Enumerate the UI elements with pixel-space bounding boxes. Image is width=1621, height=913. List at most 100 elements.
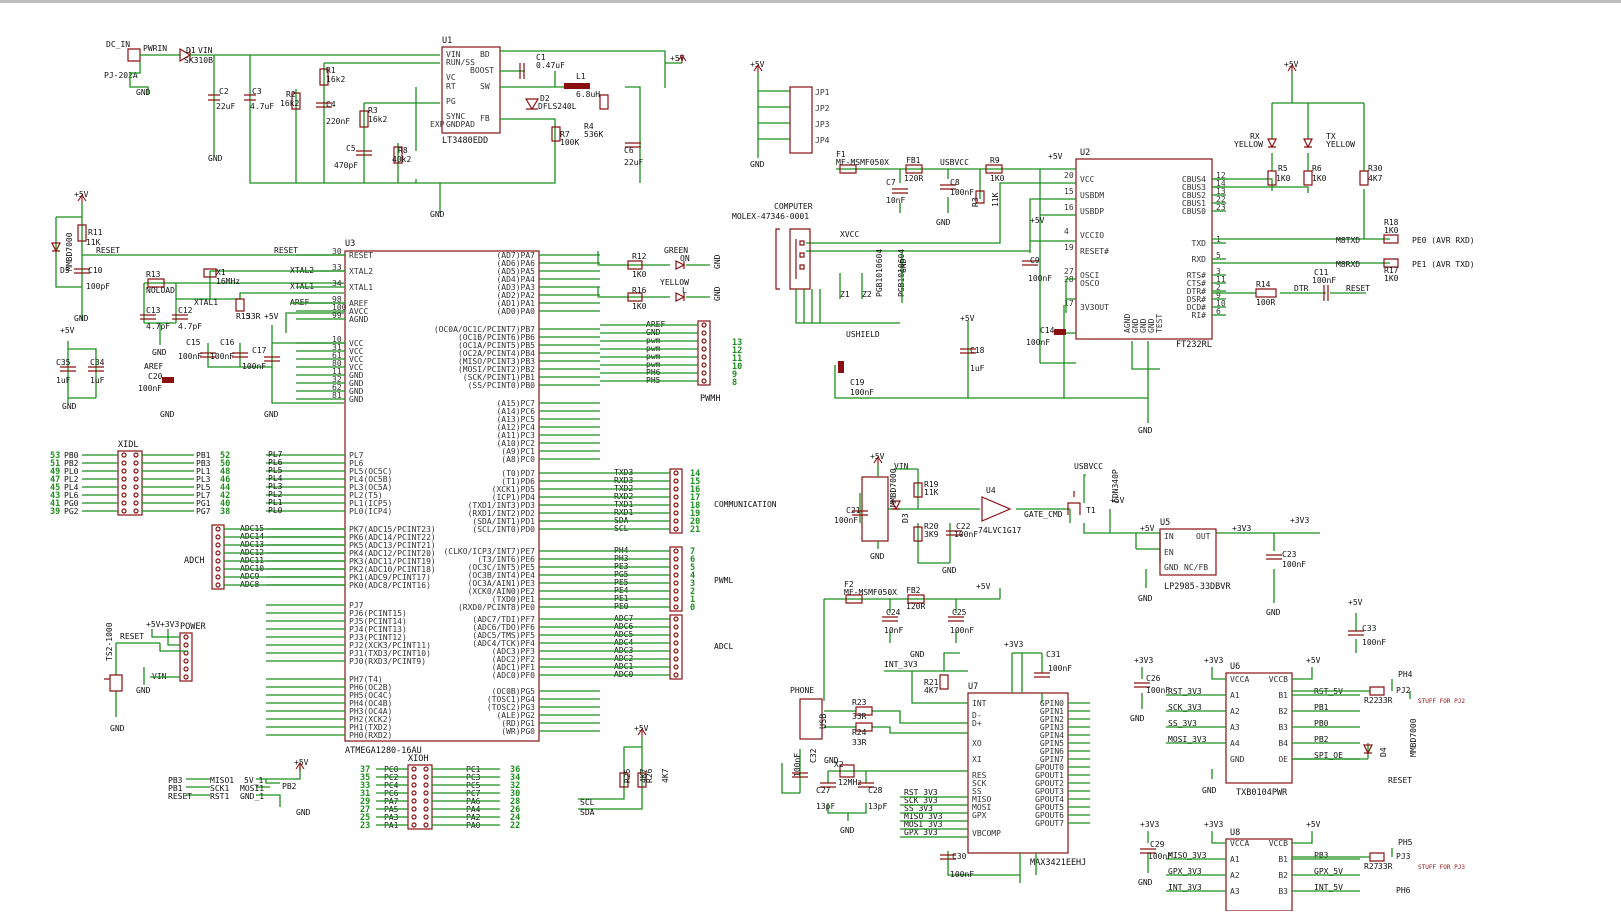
- r23-ref: R23: [852, 698, 867, 707]
- u6-pin-label: B4: [1278, 739, 1288, 748]
- comm-ref: COMMUNICATION: [714, 500, 777, 509]
- ft232-pin-number: 22: [1216, 195, 1226, 204]
- u8-pin-label: B3: [1278, 887, 1288, 896]
- ft232-pin-label: 3V3OUT: [1080, 303, 1109, 312]
- d3-ref: D3: [901, 513, 910, 523]
- c24-ref: C24: [886, 608, 901, 617]
- mcu-pin-label: (ALE)PG2: [496, 711, 535, 720]
- aref-gnd: GND: [160, 410, 175, 419]
- header-pin: [673, 616, 679, 622]
- ph5-net: PH5: [1398, 838, 1413, 847]
- c19-ref: C19: [850, 378, 865, 387]
- ft232-pin-label: GND: [1139, 318, 1148, 333]
- jp4-label: JP4: [815, 136, 830, 145]
- u8-pin-label: A3: [1230, 887, 1240, 896]
- c29-val: 100nF: [1148, 852, 1172, 861]
- d2-part: DFLS240L: [538, 102, 577, 111]
- c20-ref: C20: [148, 372, 163, 381]
- xidl-net-label: PL1: [196, 467, 211, 476]
- ft232-pin-number: 12: [1216, 171, 1226, 180]
- btn-reset-net: RESET: [120, 632, 144, 641]
- xidl-header: [117, 450, 143, 516]
- header-pin: [121, 500, 127, 506]
- ft232-pin-number: 5: [1216, 251, 1221, 260]
- u1-pin-vc: VC: [446, 73, 456, 82]
- xioh-pin-number: 30: [510, 789, 520, 799]
- ft232-pin-label: OSCO: [1080, 279, 1099, 288]
- mcu-pin-label: VCC: [349, 355, 364, 364]
- r4-val: 536K: [584, 130, 603, 139]
- mcu-pin-label: GND: [349, 395, 364, 404]
- c9-ref: C9: [1030, 256, 1040, 265]
- mcu-u3: U3 ATMEGA1280-16AU RESET30XTAL233XTAL134…: [266, 239, 600, 756]
- ft232-pin-label: CBUS0: [1182, 207, 1206, 216]
- c29-ref: C29: [1150, 840, 1165, 849]
- mcu-pin-label: (AD0)PA0: [496, 307, 535, 316]
- header-pin: [133, 508, 139, 514]
- ft232-pin-number: 23: [1216, 203, 1226, 212]
- sda-net: SDA: [580, 808, 595, 817]
- u6-net-label: PB1: [1314, 703, 1329, 712]
- u6-pin-label: A1: [1230, 691, 1240, 700]
- mcu-pin-label: PJ7: [349, 601, 364, 610]
- c14-val: 100nF: [1026, 338, 1050, 347]
- max3421-pin-label: XO: [972, 739, 982, 748]
- r22-ref: R22: [1364, 696, 1379, 705]
- ft232-pin-number: 13: [1216, 187, 1226, 196]
- u8-pin-label: B1: [1278, 855, 1288, 864]
- mcu-pin-label: PH5(OC4C): [349, 691, 392, 700]
- pwmh-pin-number: 10: [732, 362, 742, 372]
- r20-ref: R20: [924, 522, 939, 531]
- u1-pin-rt: RT: [446, 82, 456, 91]
- u1-pin-sync: SYNC: [446, 112, 465, 121]
- max3421-pin-label: RES: [972, 771, 987, 780]
- u1-pin-boost: BOOST: [470, 66, 494, 75]
- rx-label: RX: [1250, 132, 1260, 141]
- max-3v3: +3V3: [1004, 640, 1023, 649]
- schematic-canvas[interactable]: DC_IN PWRIN PJ-202A GND D1 VIN SK310B C2…: [0, 3, 1621, 911]
- ft232-pin-number: 17: [1064, 299, 1074, 308]
- mcu-pin-label: (T0)PD7: [501, 469, 535, 478]
- mcu-pin-label: PL7: [349, 451, 364, 460]
- level-shifter-pins: VCCAA1A2A3A4GNDVCCBB1B2B3B4OERST_3V3SCK_…: [1166, 675, 1360, 896]
- c32-val: 100nF: [793, 753, 802, 777]
- ft232-body: [1075, 158, 1213, 340]
- pwml-pin-number: 0: [690, 603, 695, 613]
- led-green: GREEN: [664, 246, 688, 255]
- xidl-net-label: PB1: [196, 451, 211, 460]
- mcu-pin-label: (OC3A/AIN1)PE3: [468, 579, 536, 588]
- comm-pin-number: 17: [690, 493, 700, 503]
- ft232-pin-label: RTS#: [1187, 271, 1206, 280]
- pwml-header: [669, 546, 683, 612]
- comm-pin-number: 14: [690, 469, 700, 479]
- mcu-pin-number: 98: [332, 295, 342, 304]
- pwml-ref: PWML: [714, 576, 733, 585]
- c5-val: 470pF: [334, 161, 358, 170]
- u6-pin-label: OE: [1278, 755, 1288, 764]
- xioh-pin-number: 25: [360, 813, 370, 823]
- xioh-pin-number: 28: [510, 797, 520, 807]
- int-3v3-net: INT_3V3: [884, 660, 918, 669]
- mcu-pin-label: (ADC0)PF0: [492, 671, 536, 680]
- max3421-pin-label: SCK: [972, 779, 987, 788]
- header-pin: [423, 822, 429, 828]
- mcu-pin-label: (A8)PC0: [501, 455, 535, 464]
- rx-color: YELLOW: [1234, 140, 1263, 149]
- c16-val: 100nF: [210, 352, 234, 361]
- mcu-pin-number: 33: [332, 263, 342, 272]
- ft232-pin-label: RESET#: [1080, 247, 1109, 256]
- pj3-net: PJ3: [1396, 852, 1411, 861]
- pl-net-label: PL0: [268, 506, 283, 515]
- u8-3v3-2: +3V3: [1204, 820, 1223, 829]
- xioh-pin-number: 37: [360, 765, 370, 775]
- u1-pin-sw: SW: [480, 82, 490, 91]
- mcu-pin-number: 61: [332, 351, 342, 360]
- mcu-pin-label: (MOSI/PCINT2)PB2: [458, 365, 535, 374]
- mcu-pin-label: (AD4)PA4: [496, 275, 535, 284]
- mcu-pin-label: (ADC2)PF2: [492, 655, 536, 664]
- header-pin: [411, 806, 417, 812]
- mcu-ref: U3: [345, 239, 355, 249]
- mcu-pin-number: 31: [332, 343, 342, 352]
- max3421-pin-label: GPOUT6: [1035, 811, 1064, 820]
- ft232-pin-number: 3: [1216, 267, 1221, 276]
